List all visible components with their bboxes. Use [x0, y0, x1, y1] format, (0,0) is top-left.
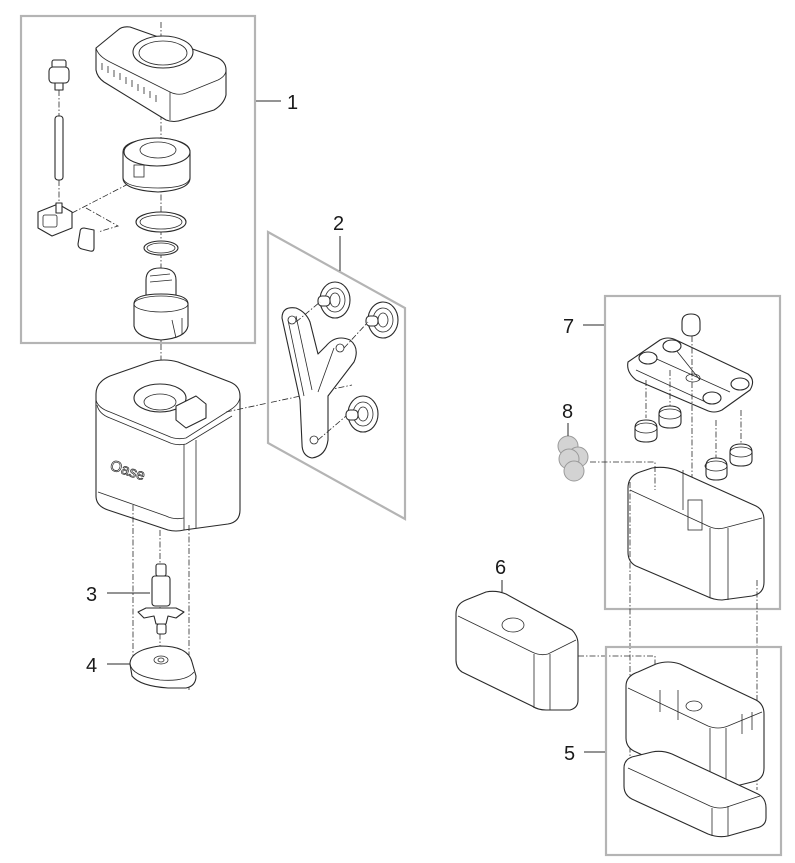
callout-4: 4: [86, 655, 97, 677]
o-ring-large: [135, 211, 187, 233]
outlet-nozzle-part: [133, 267, 189, 341]
assembly-7-frame: 7: [563, 294, 782, 611]
suction-cup: [345, 395, 379, 433]
callout-2: 2: [333, 213, 344, 235]
base-plate-part: 4: [86, 645, 197, 689]
assembly-5-frame: 5: [564, 645, 783, 857]
filter-sponge-part: 6: [455, 557, 579, 711]
suction-cup: [317, 281, 351, 319]
pump-body-part: Oase: [95, 359, 241, 532]
pump-head-housing-part: [122, 137, 191, 193]
filter-pads-part: 8: [557, 401, 589, 482]
impeller-part: 3: [86, 563, 185, 635]
callout-1: 1: [287, 92, 298, 114]
filter-lid-part: [627, 313, 754, 413]
bottom-tray-part: [623, 750, 767, 838]
flow-regulator-part: [37, 59, 135, 252]
o-ring-small: [143, 240, 179, 256]
callout-6: 6: [495, 557, 506, 579]
suction-cup: [365, 301, 399, 339]
suction-bracket-part: [281, 281, 399, 459]
callout-3: 3: [86, 584, 97, 606]
filter-foot: [634, 419, 658, 443]
filter-foot: [704, 457, 728, 481]
callout-7: 7: [563, 316, 574, 338]
top-cover-part: [95, 26, 227, 123]
filter-foot: [729, 443, 753, 467]
assembly-1-frame: 1: [19, 14, 298, 345]
filter-cartridge-part: [627, 466, 765, 601]
filter-foot: [658, 405, 682, 429]
assembly-2-frame: 2: [266, 213, 407, 521]
callout-8: 8: [562, 401, 573, 423]
callout-5: 5: [564, 743, 575, 765]
